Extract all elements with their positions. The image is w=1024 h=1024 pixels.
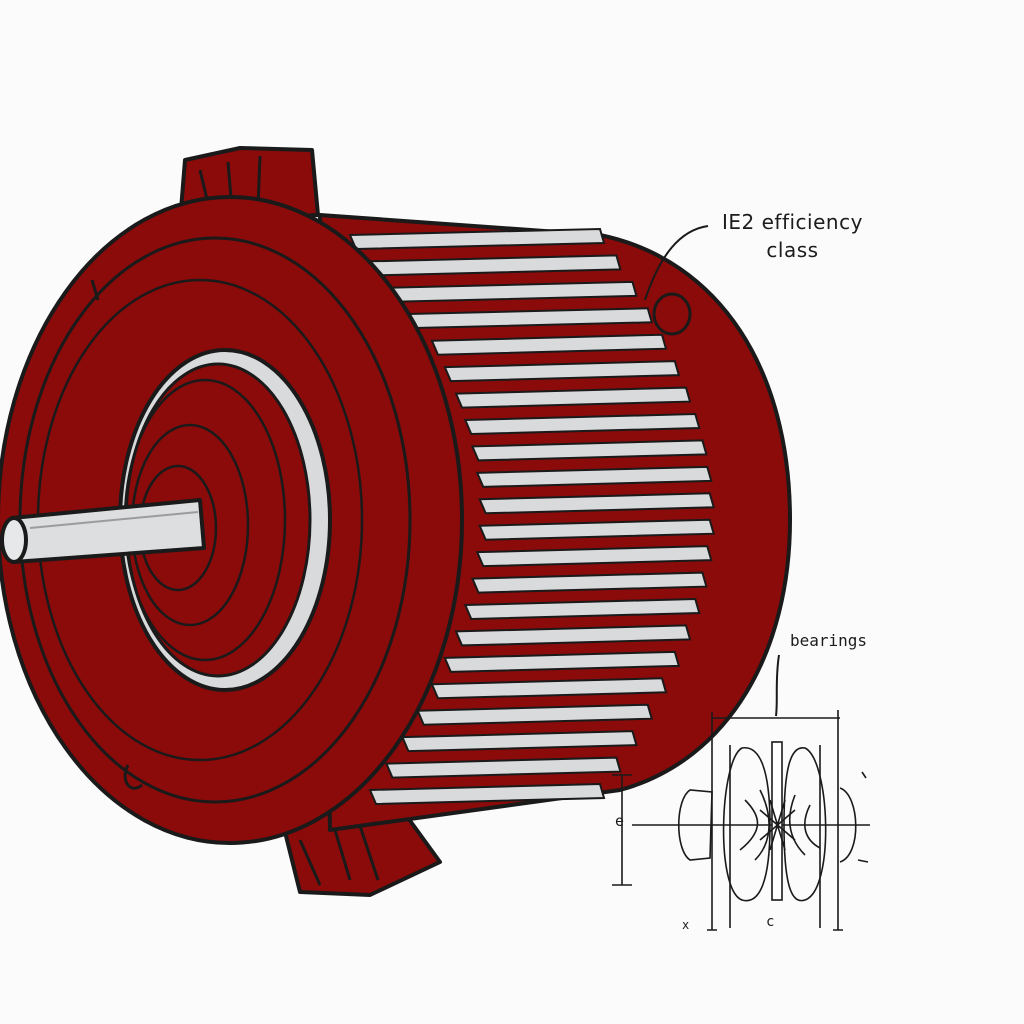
cooling-fins xyxy=(348,227,716,806)
efficiency-class-label: IE2 efficiency class xyxy=(722,208,863,264)
efficiency-leader-line xyxy=(644,225,709,301)
cooling-fin xyxy=(430,677,668,700)
mounting-hole xyxy=(652,292,692,336)
bearings-leader-line xyxy=(775,654,780,717)
cooling-fin xyxy=(384,756,622,779)
cooling-fin xyxy=(470,439,708,462)
motor-shaft xyxy=(0,498,206,564)
dimension-e-label: e xyxy=(615,812,625,830)
cooling-fin xyxy=(463,597,701,621)
cooling-fin xyxy=(454,386,692,409)
cooling-fin xyxy=(454,624,692,647)
bearing-ring xyxy=(118,348,332,692)
cooling-fin xyxy=(443,650,681,673)
cooling-fin xyxy=(475,465,713,488)
cooling-fin xyxy=(478,492,716,515)
cooling-fin xyxy=(470,571,708,594)
cooling-fin xyxy=(400,730,638,753)
efficiency-class-line1: IE2 efficiency xyxy=(722,210,863,234)
dimension-x-label: x xyxy=(682,918,690,932)
cooling-fin xyxy=(368,782,606,806)
bottom-mounting-foot xyxy=(280,798,442,897)
cooling-fin xyxy=(430,333,668,356)
cooling-fin xyxy=(478,518,716,541)
cooling-fin xyxy=(463,412,701,436)
dimension-c-label: c xyxy=(766,914,775,930)
bearing-detail-sketch xyxy=(612,710,870,931)
cooling-fin xyxy=(443,360,681,383)
cooling-fin xyxy=(475,545,713,568)
efficiency-class-line2: class xyxy=(766,238,819,262)
cooling-fin xyxy=(416,703,654,726)
bearings-label: bearings xyxy=(790,631,868,650)
